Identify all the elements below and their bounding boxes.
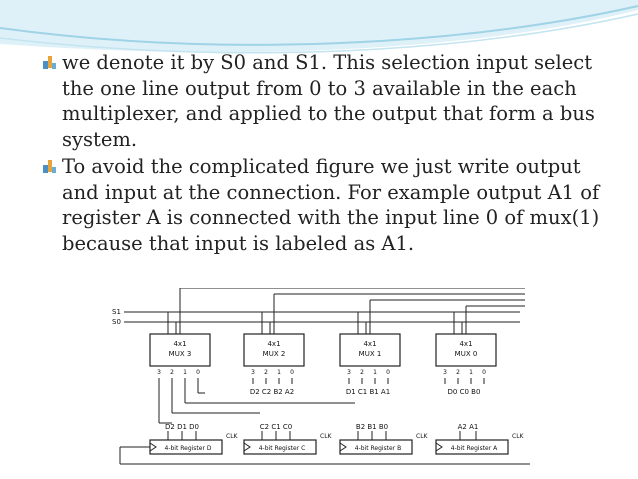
register-name: 4-bit Register B [355,445,401,452]
mux-size: 4x1 [173,340,186,348]
bullet-item: To avoid the complicated figure we just … [40,154,620,256]
mux-input-number: 3 [347,369,351,376]
register-name: 4-bit Register D [165,445,212,452]
register-a: A2 A1 4-bit Register A CLK [435,423,525,455]
mux-input-number: 1 [469,369,473,376]
mux-input-number: 2 [360,369,364,376]
mux-input-number: 1 [373,369,377,376]
mux-name: MUX 0 [455,350,478,358]
bullet-text: To avoid the complicated figure we just … [62,155,600,255]
register-name: 4-bit Register C [259,445,306,452]
register-name: 4-bit Register A [451,445,498,452]
mux-input-labels: D2 C2 B2 A2 [250,388,294,396]
clock-label: CLK [512,433,525,440]
mux-input-number: 1 [277,369,281,376]
mux-input-labels: D0 C0 B0 [448,388,481,396]
mux-input-number: 2 [264,369,268,376]
mux-2: 4x1 MUX 2 3 2 1 0 D2 C2 B2 A2 [243,294,305,396]
mux-input-number: 1 [183,369,187,376]
mux-input-number: 0 [196,369,200,376]
register-outputs: A2 A1 [458,423,479,431]
decorative-swoosh [0,0,638,54]
mux-name: MUX 1 [359,350,382,358]
bullet-list: we denote it by S0 and S1. This selectio… [40,50,620,256]
bullet-item: we denote it by S0 and S1. This selectio… [40,50,620,152]
clock-label: CLK [416,433,429,440]
mux-name: MUX 2 [263,350,286,358]
mux-input-number: 3 [443,369,447,376]
mux-name: MUX 3 [169,350,192,358]
bullet-icon [43,160,56,173]
bus-system-diagram: S1 S0 4x1 MUX 3 3 2 1 0 4x1 MUX 2 3 2 1 … [112,288,530,465]
mux-1: 4x1 MUX 1 3 2 1 0 D1 C1 B1 A1 [339,300,401,396]
mux-size: 4x1 [267,340,280,348]
select-label-s1: S1 [112,308,121,316]
register-d: D2 D1 D0 4-bit Register D CLK [149,423,239,455]
mux-input-number: 0 [290,369,294,376]
register-b: B2 B1 B0 4-bit Register B CLK [339,423,429,455]
mux-size: 4x1 [459,340,472,348]
mux-0: 4x1 MUX 0 3 2 1 0 D0 C0 B0 [435,306,497,396]
register-outputs: C2 C1 C0 [260,423,292,431]
register-outputs: D2 D1 D0 [165,423,199,431]
mux-3: 4x1 MUX 3 3 2 1 0 [149,288,211,423]
mux-input-number: 2 [170,369,174,376]
bullet-icon [43,56,56,69]
mux-input-number: 3 [157,369,161,376]
select-label-s0: S0 [112,318,121,326]
bullet-text: we denote it by S0 and S1. This selectio… [62,51,595,151]
clock-label: CLK [320,433,333,440]
register-c: C2 C1 C0 4-bit Register C CLK [243,423,333,455]
mux-size: 4x1 [363,340,376,348]
clock-label: CLK [226,433,239,440]
mux-input-number: 0 [482,369,486,376]
register-outputs: B2 B1 B0 [356,423,388,431]
mux-input-number: 2 [456,369,460,376]
mux-input-number: 3 [251,369,255,376]
mux-input-labels: D1 C1 B1 A1 [346,388,390,396]
mux-input-number: 0 [386,369,390,376]
